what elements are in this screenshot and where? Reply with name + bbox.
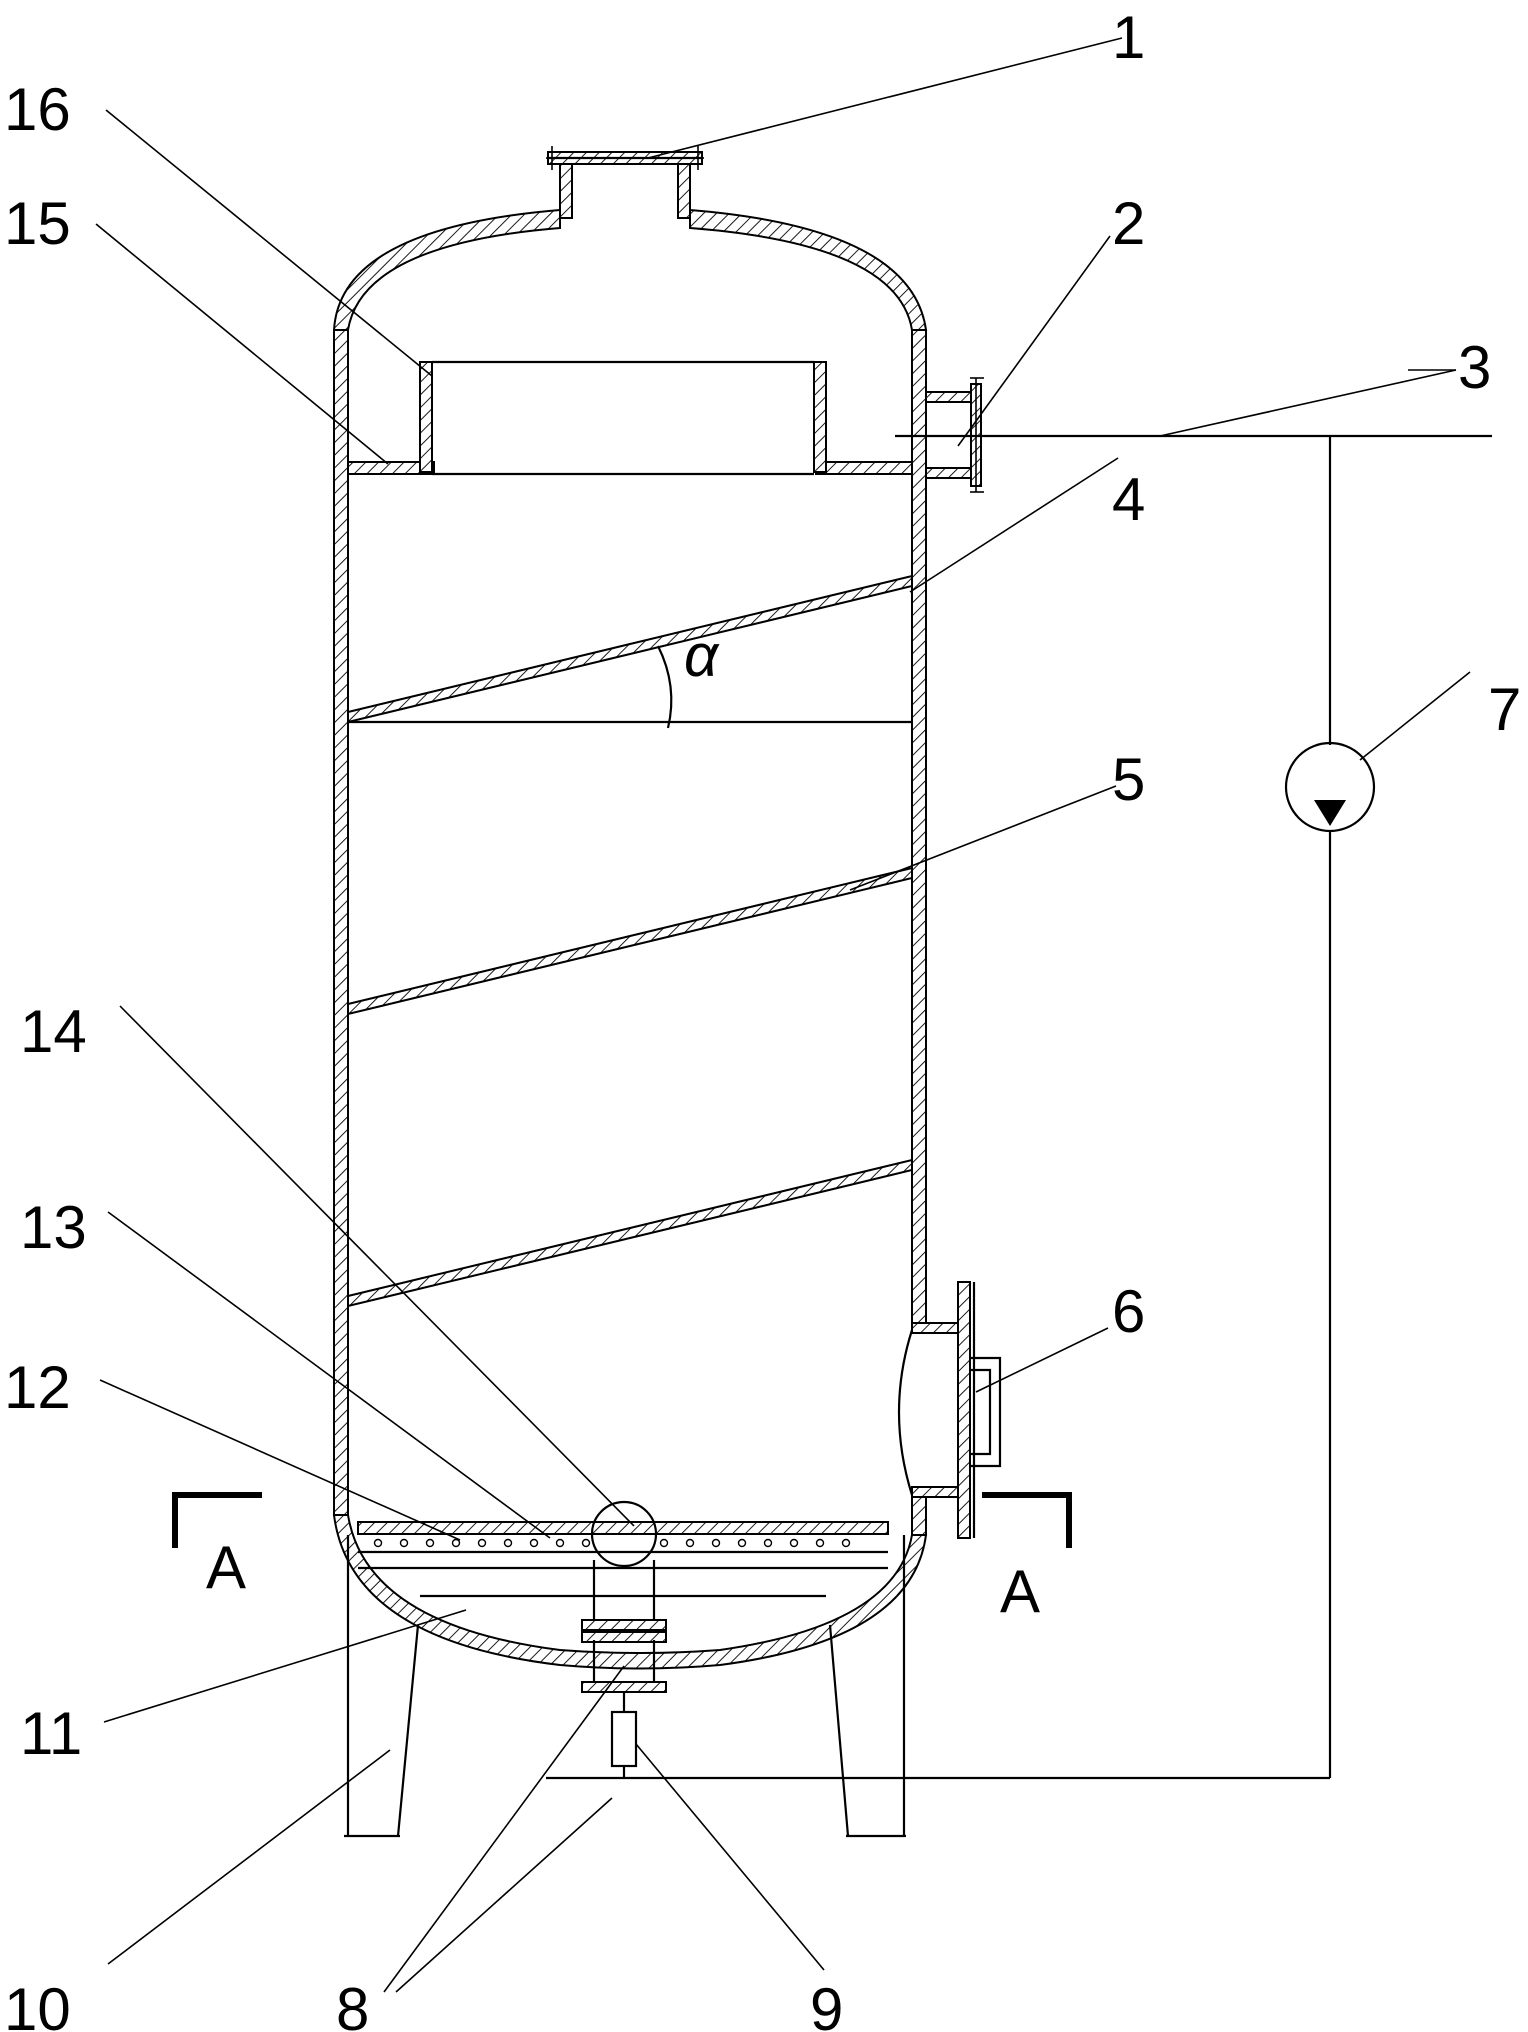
distributor-hole <box>841 1538 851 1548</box>
distributor-hole <box>815 1538 825 1548</box>
label-10: 10 <box>4 1976 71 2032</box>
support-legs <box>344 1535 906 1838</box>
label-1: 1 <box>1112 4 1145 71</box>
vessel-shell <box>332 208 928 1670</box>
distributor-hole <box>503 1538 513 1548</box>
distributor-hole <box>451 1538 461 1548</box>
distributor-hole <box>529 1538 539 1548</box>
bottom-distributor <box>357 1500 889 1693</box>
manhole <box>897 1281 1002 1539</box>
label-12: 12 <box>4 1354 71 1421</box>
label-6: 6 <box>1112 1278 1145 1345</box>
distributor-hole <box>399 1538 409 1548</box>
section-marks: A A <box>172 1492 1072 1625</box>
label-4: 4 <box>1112 466 1145 533</box>
label-11: 11 <box>20 1700 82 1767</box>
section-mark-left: A <box>206 1534 246 1601</box>
distributor-holes <box>373 1538 851 1548</box>
distributor-hole <box>763 1538 773 1548</box>
label-8: 8 <box>336 1976 369 2032</box>
label-14: 14 <box>20 998 87 1065</box>
section-mark-right: A <box>1000 1558 1040 1625</box>
distributor-hole <box>581 1538 591 1548</box>
distributor-hole <box>555 1538 565 1548</box>
distributor-hole <box>789 1538 799 1548</box>
label-13: 13 <box>20 1194 87 1261</box>
distributor-hole <box>659 1538 669 1548</box>
inclined-plates: α <box>347 574 913 1308</box>
label-2: 2 <box>1112 190 1145 257</box>
distributor-hole <box>737 1538 747 1548</box>
leader-lines <box>95 37 1471 1993</box>
top-partition <box>347 360 913 476</box>
label-5: 5 <box>1112 746 1145 813</box>
label-9: 9 <box>810 1976 843 2032</box>
distributor-hole <box>711 1538 721 1548</box>
label-7: 7 <box>1488 676 1521 743</box>
drain-valve <box>610 1692 638 1778</box>
label-16: 16 <box>4 76 71 143</box>
label-3: 3 <box>1458 334 1491 401</box>
distributor-hole <box>477 1538 487 1548</box>
angle-label: α <box>684 622 720 689</box>
top-outlet-nozzle <box>546 146 704 219</box>
distributor-hole <box>685 1538 695 1548</box>
distributor-hole <box>425 1538 435 1548</box>
circulation-loop <box>546 434 1492 1780</box>
callout-labels: 1 2 3 4 5 7 6 16 15 14 13 12 11 10 8 9 <box>4 4 1521 2032</box>
label-15: 15 <box>4 190 71 257</box>
distributor-hole <box>373 1538 383 1548</box>
